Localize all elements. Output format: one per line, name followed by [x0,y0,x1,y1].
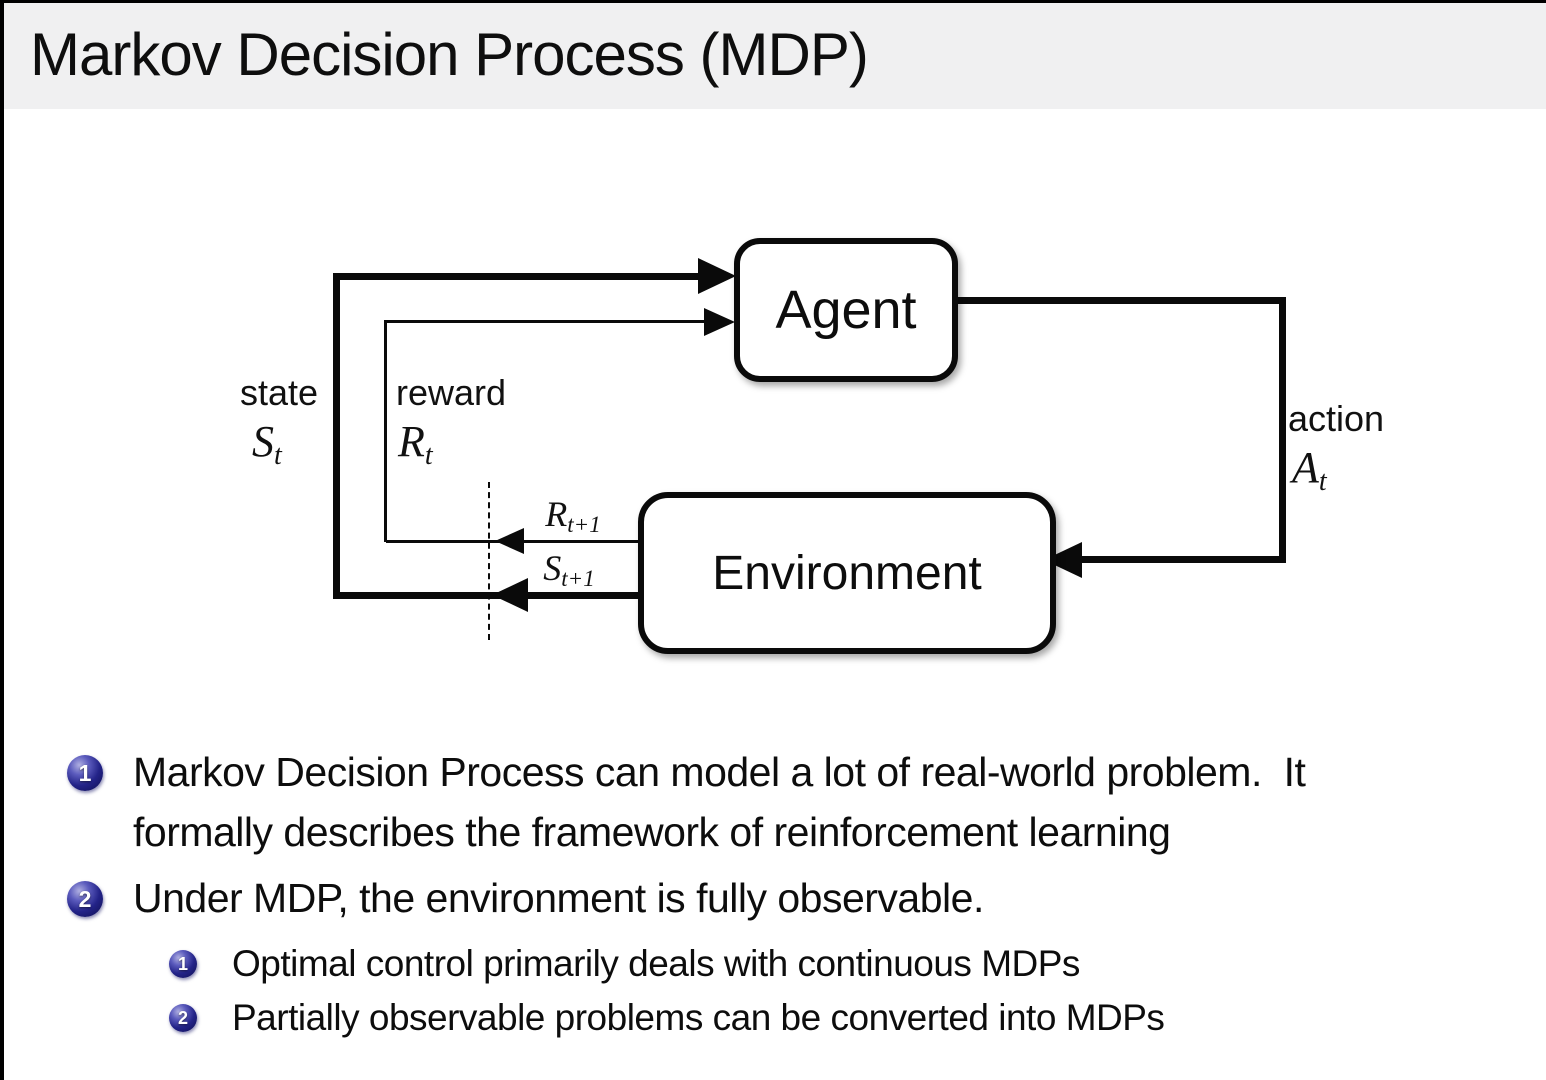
list-item-line: Under MDP, the environment is fully obse… [133,875,984,921]
list-item: Under MDP, the environment is fully obse… [133,868,1528,928]
reward-next-symbol-label: Rt+1 [545,494,601,537]
action-word-label: action [1288,398,1385,439]
reward-loop-vertical-line [384,320,387,542]
state-to-agent-arrowhead-icon [698,258,736,294]
list-subitem: Optimal control primarily deals with con… [232,942,1522,986]
action-top-line [946,297,1286,304]
list-subitem-line: Optimal control primarily deals with con… [232,943,1080,984]
reward-symbol-label: Rt [398,417,433,471]
title-bar: Markov Decision Process (MDP) [4,3,1546,109]
slide-top-border [0,0,1546,3]
environment-box: Environment [638,492,1056,654]
subitem-number-badge: 1 [169,950,197,978]
state-loop-vertical-line [333,273,340,599]
subitem-number-badge: 2 [169,1004,197,1032]
reward-to-agent-arrowhead-icon [704,308,735,336]
item-number-badge: 1 [67,755,103,791]
list-item-line: formally describes the framework of rein… [133,809,1171,855]
state-next-symbol-label: St+1 [543,548,595,591]
list-item: Markov Decision Process can model a lot … [133,742,1528,862]
state-to-agent-line [333,273,703,280]
action-symbol-label: At [1292,443,1327,497]
slide-title: Markov Decision Process (MDP) [30,21,869,88]
slide-left-border [0,0,4,1080]
action-to-environment-line [1080,556,1282,563]
agent-box: Agent [734,238,958,382]
time-step-dashed-line [488,482,490,640]
list-item-line: Markov Decision Process can model a lot … [133,749,1306,795]
agent-label: Agent [775,280,917,340]
list-subitem-line: Partially observable problems can be con… [232,997,1165,1038]
reward-word-label: reward [396,372,507,413]
state-symbol-label: St [252,417,282,471]
reward-next-arrowhead-icon [495,528,524,554]
item-number-badge: 2 [67,881,103,917]
state-next-arrowhead-icon [492,578,528,612]
state-word-label: state [239,372,318,413]
action-vertical-line [1279,297,1286,563]
reward-to-agent-line [384,320,704,323]
environment-label: Environment [712,546,982,600]
state-next-line [333,592,638,599]
list-subitem: Partially observable problems can be con… [232,996,1522,1040]
